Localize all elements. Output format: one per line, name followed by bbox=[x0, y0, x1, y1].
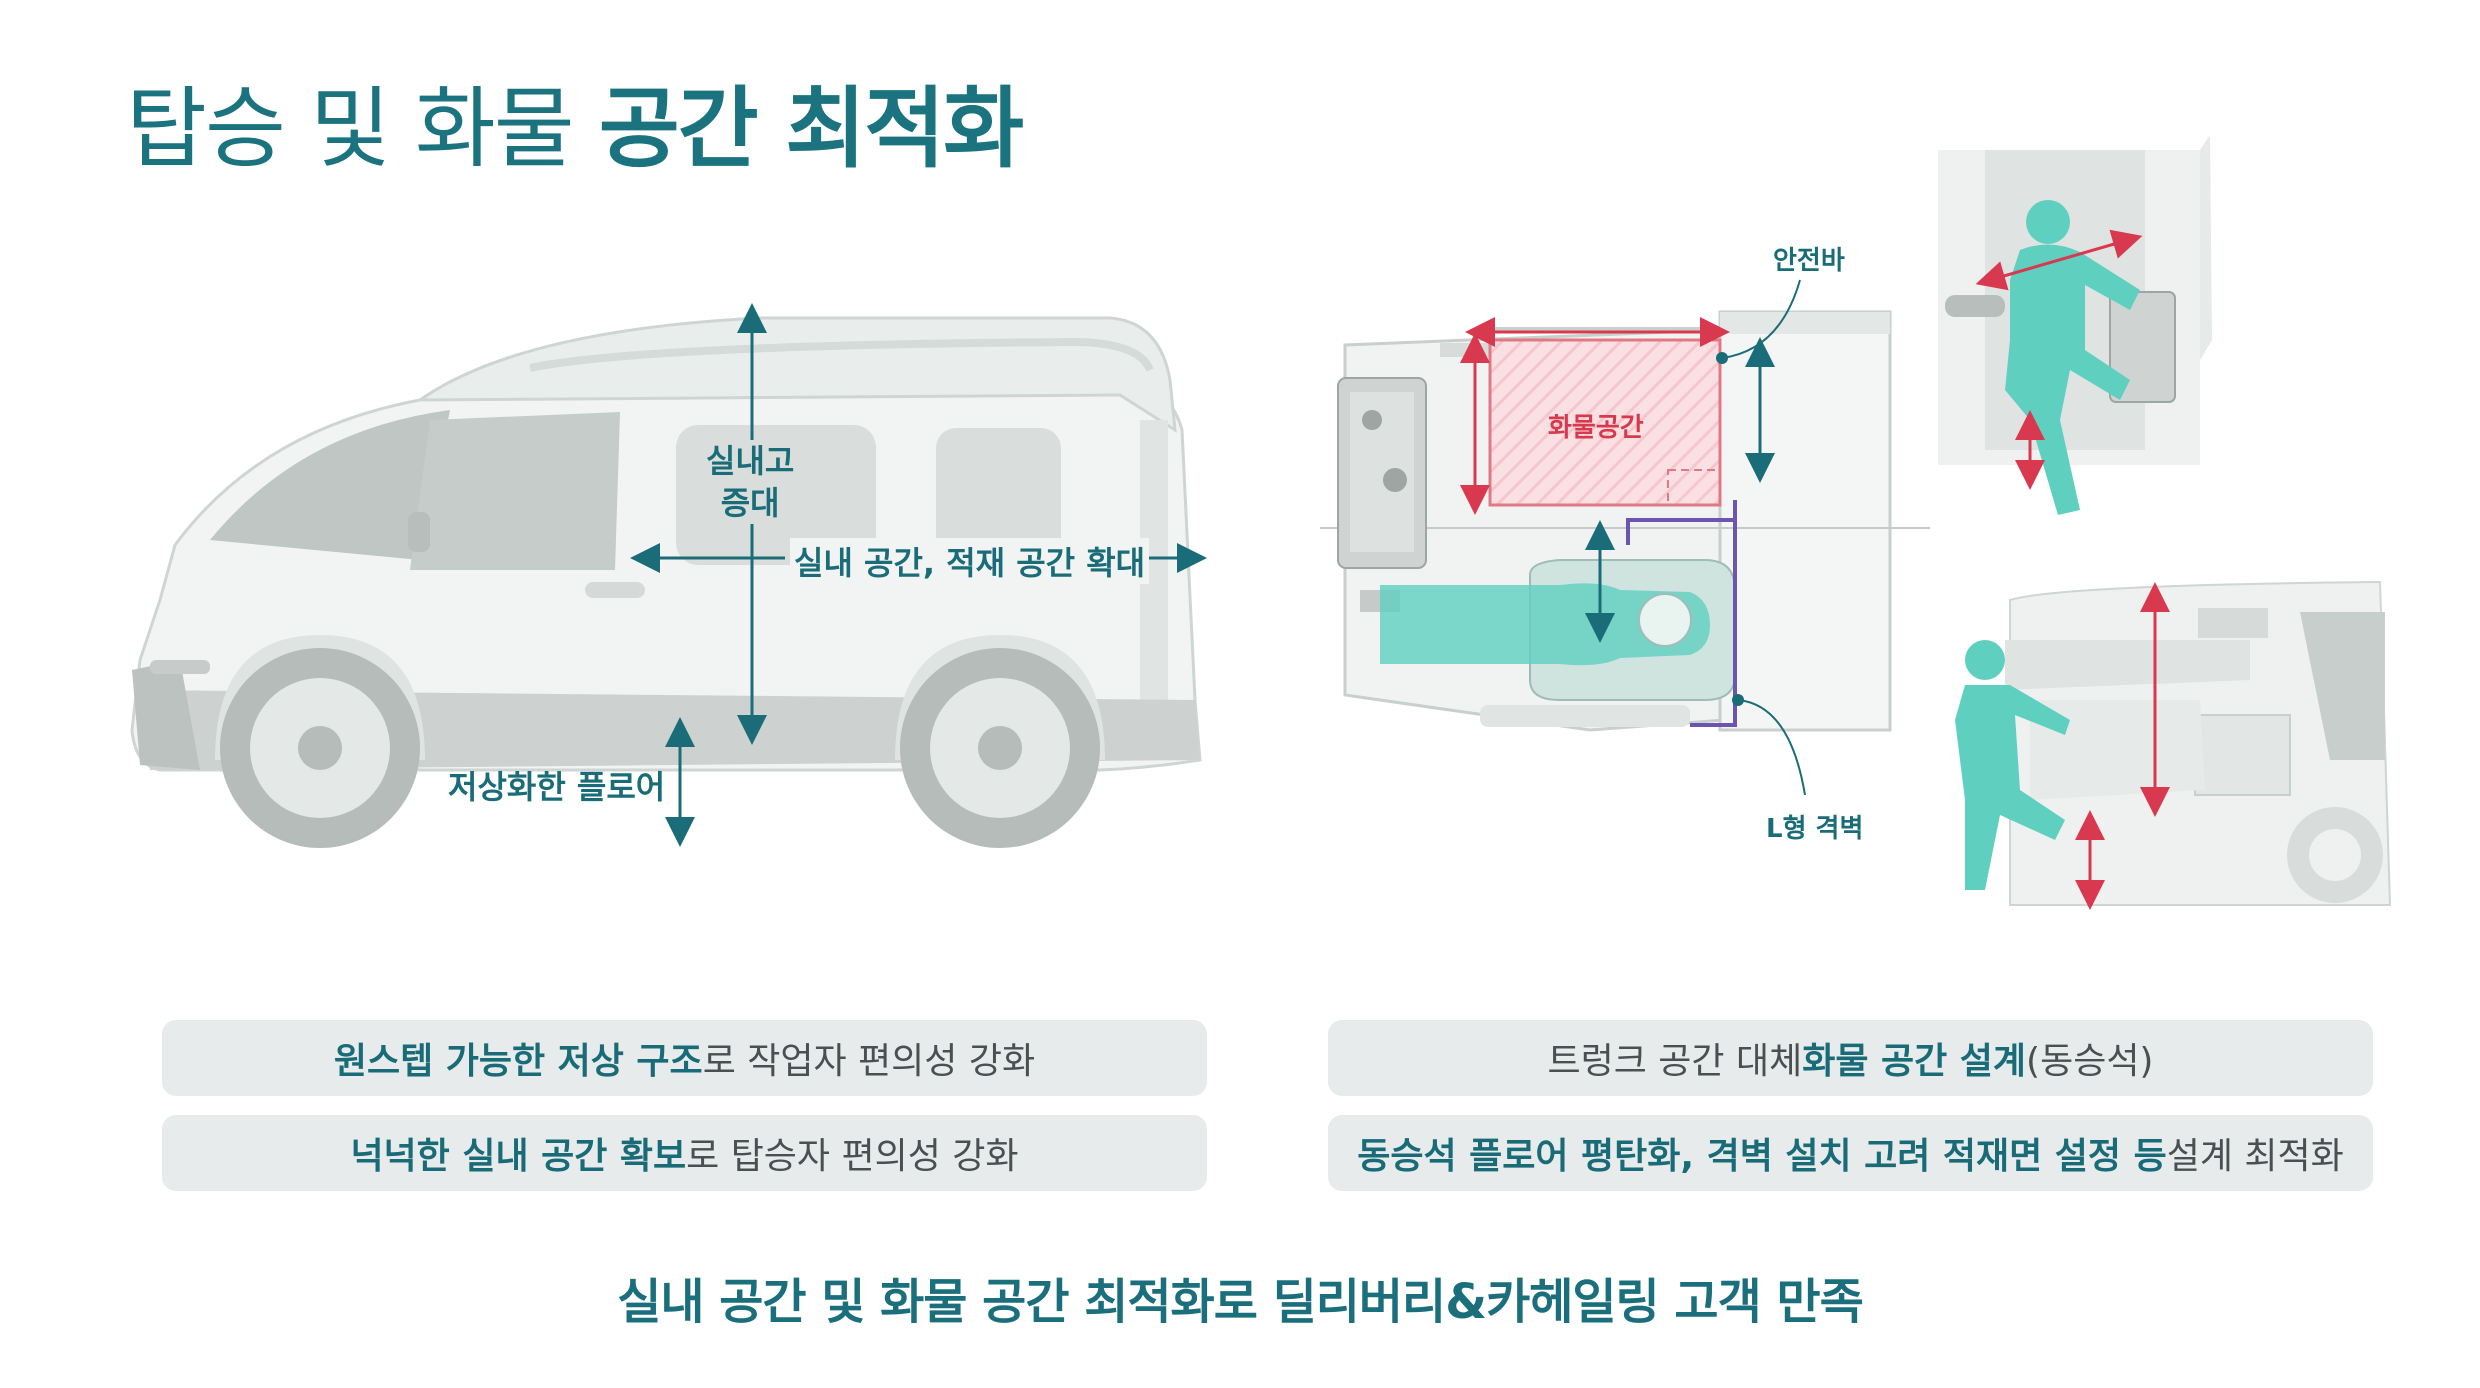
safety-bar-label: 안전바 bbox=[1773, 246, 1845, 276]
partition-leader bbox=[1737, 699, 1806, 796]
floor-label: 저상화한 플로어 bbox=[448, 768, 666, 806]
van-illustration bbox=[130, 316, 1202, 848]
feature-floor-optimization: 동승석 플로어 평탄화, 격벽 설치 고려 적재면 설정 등 설계 최적화 bbox=[1328, 1115, 2373, 1191]
safety-bar-leader bbox=[1721, 279, 1801, 359]
rear-step-illustration bbox=[1938, 135, 2212, 515]
height-label: 실내고 증대 bbox=[700, 440, 801, 524]
floor-plan bbox=[1320, 310, 1930, 732]
feature-cargo-design: 트렁크 공간 대체 화물 공간 설계(동승석) bbox=[1328, 1020, 2373, 1096]
rear-loading-illustration bbox=[1955, 580, 2392, 906]
page-title: 탑승 및 화물 공간 최적화 bbox=[126, 77, 1024, 180]
cargo-space-label: 화물공간 bbox=[1548, 413, 1644, 443]
door-width-arrow bbox=[1975, 229, 2143, 291]
l-partition-label: L형 격벽 bbox=[1766, 814, 1864, 844]
summary-line: 실내 공간 및 화물 공간 최적화로 딜리버리&카헤일링 고객 만족 bbox=[617, 1274, 1864, 1330]
interior-space-label: 실내 공간, 적재 공간 확대 bbox=[790, 538, 1150, 584]
